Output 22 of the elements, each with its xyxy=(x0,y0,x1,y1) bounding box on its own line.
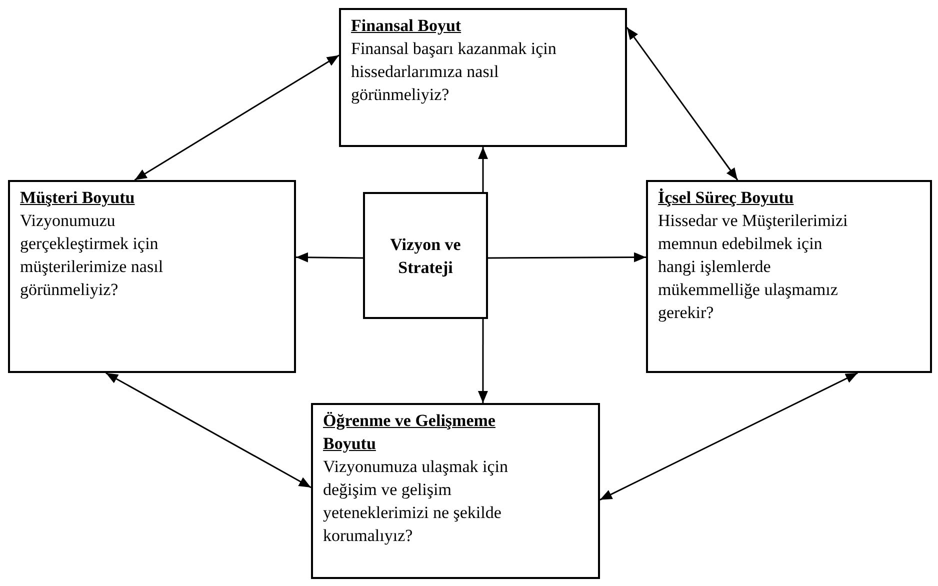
box-heading: İçsel Süreç Boyutu xyxy=(658,187,795,209)
double-arrow xyxy=(106,372,312,488)
box-text: Finansal başarı kazanmak için hissedarlarımıza nasıl görünmeliyiz? xyxy=(351,38,558,106)
perspective-box xyxy=(646,180,932,373)
double-arrow xyxy=(134,54,340,181)
center-box xyxy=(363,192,488,319)
box-text: Vizyonumuza ulaşmak için değişim ve gelişim yeteneklerimizi ne şekilde korumalıyız? xyxy=(323,456,509,547)
double-arrow xyxy=(600,372,858,500)
box-heading: Öğrenme ve Gelişmeme Boyutu xyxy=(323,410,496,455)
arrow xyxy=(478,147,488,192)
box-text: Vizyonumuzu gerçekleştirmek için müşterilerimize nasıl görünmeliyiz? xyxy=(20,210,164,301)
perspective-box xyxy=(311,403,600,579)
arrow xyxy=(488,252,646,262)
box-heading: Finansal Boyut xyxy=(351,15,462,37)
center-title: Vizyon ve Strateji xyxy=(389,234,462,278)
box-heading: Müşteri Boyutu xyxy=(20,187,136,209)
arrow xyxy=(478,319,488,403)
double-arrow xyxy=(626,27,738,180)
perspective-box xyxy=(339,8,627,147)
box-text: Hissedar ve Müşterilerimizi memnun edebilmek için hangi işlemlerde mükemmelliğe ulaşmamız gerekir? xyxy=(658,210,849,324)
perspective-box xyxy=(8,180,296,373)
arrow xyxy=(296,252,364,262)
